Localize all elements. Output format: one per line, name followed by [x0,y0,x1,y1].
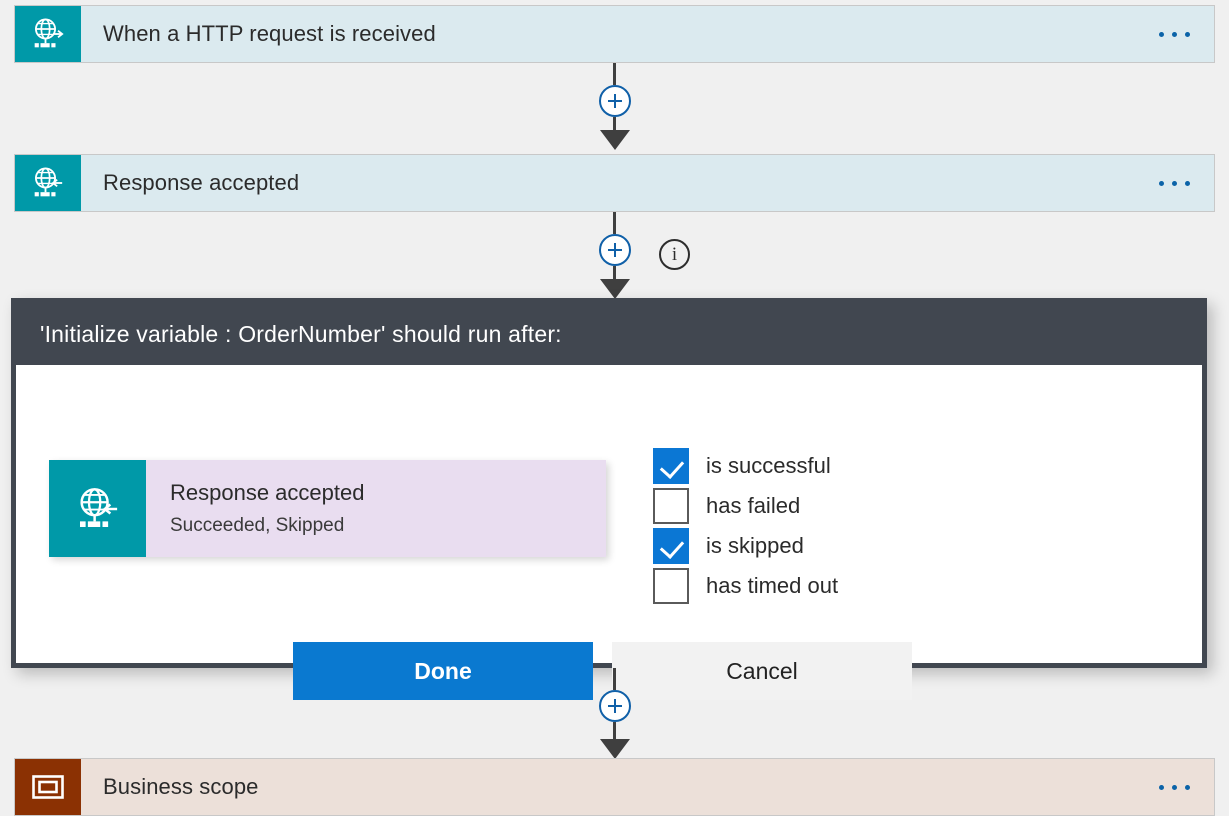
flow-row-body: Response accepted [81,155,1214,211]
connector-line [613,212,616,234]
done-button[interactable]: Done [293,642,593,700]
scope-rectangle-icon [15,759,81,815]
globe-arrow-right-icon [15,6,81,62]
dialog-body: Response accepted Succeeded, Skipped is … [16,365,1202,700]
connector-http-to-response [0,63,1229,150]
flow-row-title: When a HTTP request is received [103,21,436,46]
globe-arrow-left-icon [49,460,146,557]
flow-row-http-trigger[interactable]: When a HTTP request is received [14,5,1215,63]
connector-arrow [593,722,637,759]
overflow-menu-icon[interactable] [1157,175,1192,192]
condition-label: is successful [706,453,831,478]
action-card-name: Response accepted [170,480,365,505]
flow-row-response-accepted[interactable]: Response accepted [14,154,1215,212]
flow-row-body: Business scope [81,759,1214,815]
action-card-status: Succeeded, Skipped [170,515,345,536]
overflow-menu-icon[interactable] [1157,779,1192,796]
condition-label: has timed out [706,573,839,598]
dialog-title: 'Initialize variable : OrderNumber' shou… [40,320,562,347]
flow-row-body: When a HTTP request is received [81,6,1214,62]
action-summary-card[interactable]: Response accepted Succeeded, Skipped [49,460,606,557]
connector-arrow [593,266,637,299]
checkbox-is-successful[interactable] [653,448,689,484]
dialog-header: 'Initialize variable : OrderNumber' shou… [16,303,1202,365]
info-icon[interactable]: i [659,239,690,270]
condition-label: has failed [706,493,801,518]
plus-icon[interactable] [598,234,631,266]
flow-row-title: Response accepted [103,170,300,195]
cancel-button[interactable]: Cancel [612,642,912,700]
checkbox-has-timed-out[interactable] [653,568,689,604]
checkbox-has-failed[interactable] [653,488,689,524]
plus-icon[interactable] [598,690,631,722]
dialog-button-group: Done Cancel [293,642,912,700]
connector-response-to-dialog [0,212,1229,299]
flow-row-title: Business scope [103,774,259,799]
condition-label: is skipped [706,533,804,558]
connector-arrow [593,117,637,150]
condition-has-timed-out[interactable]: has timed out [653,566,838,606]
run-after-condition-list: is successful has failed is skipped has … [653,446,838,606]
overflow-menu-icon[interactable] [1157,26,1192,43]
condition-is-skipped[interactable]: is skipped [653,526,838,566]
globe-arrow-left-icon [15,155,81,211]
checkbox-is-skipped[interactable] [653,528,689,564]
action-card-text: Response accepted Succeeded, Skipped [146,460,606,557]
plus-icon[interactable] [598,85,631,117]
condition-is-successful[interactable]: is successful [653,446,838,486]
connector-line [613,63,616,85]
run-after-dialog: 'Initialize variable : OrderNumber' shou… [11,298,1207,700]
flow-row-business-scope[interactable]: Business scope [14,758,1215,816]
condition-has-failed[interactable]: has failed [653,486,838,526]
